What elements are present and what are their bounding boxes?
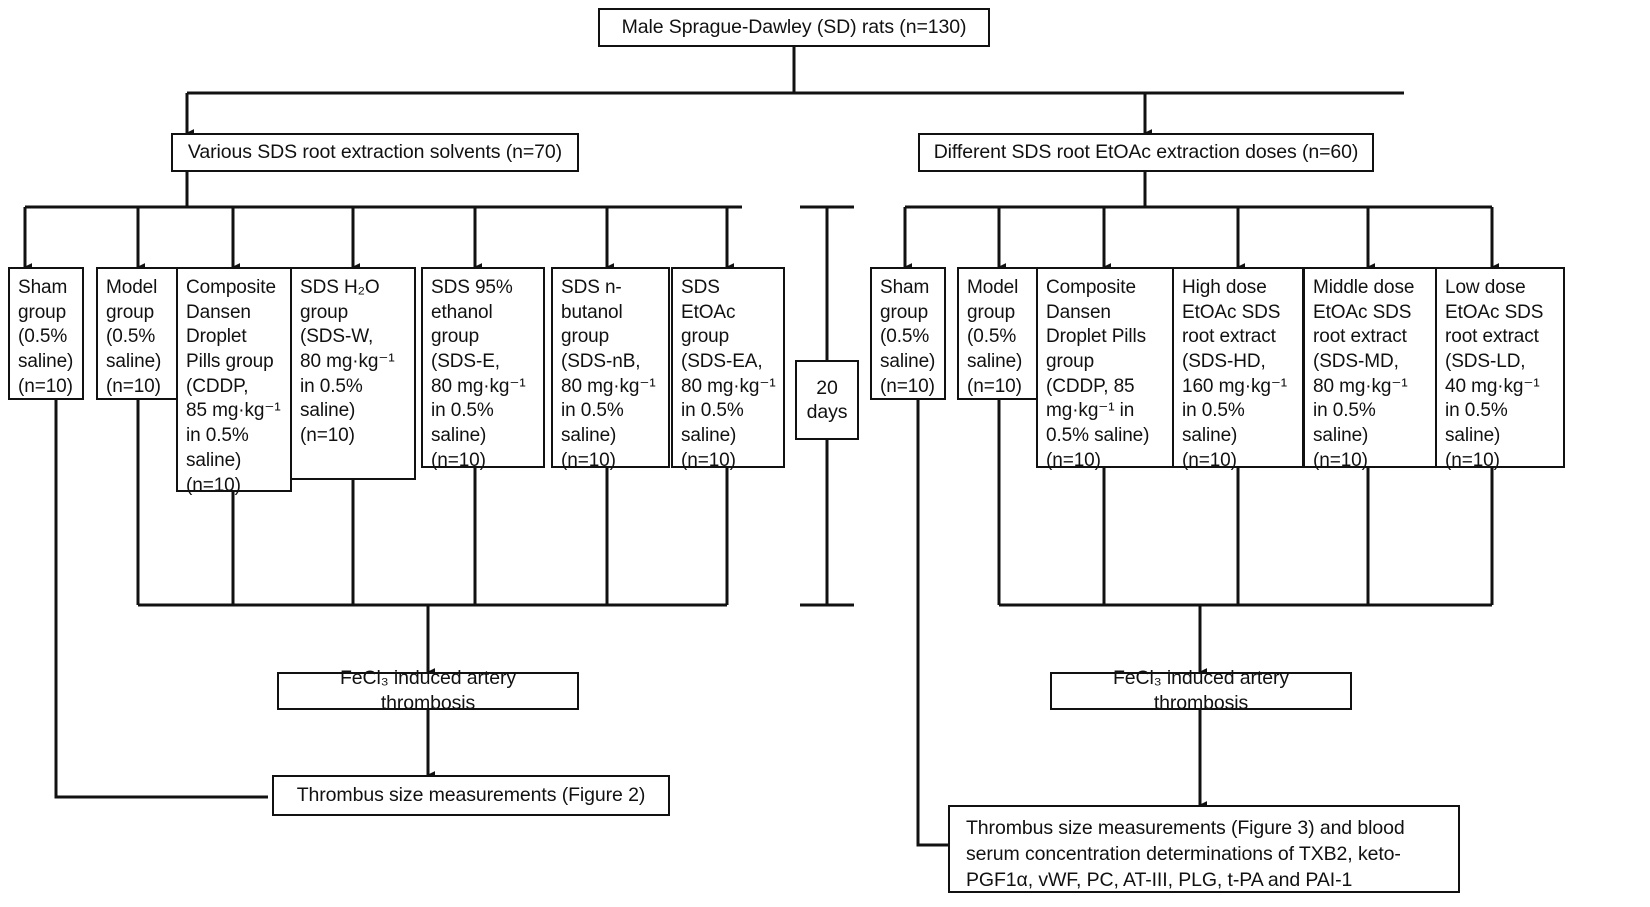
node-left-sham-label: Sham group (0.5% saline) (n=10) xyxy=(18,277,74,397)
node-right-thrombosis-label: FeCl₃ induced artery thrombosis xyxy=(1112,666,1290,714)
node-branch-left: Various SDS root extraction solvents (n=… xyxy=(171,133,579,172)
node-left-sham: Sham group (0.5% saline) (n=10) xyxy=(8,267,84,400)
node-right-md: Middle dose EtOAc SDS root extract (SDS-… xyxy=(1303,267,1437,471)
node-right-sham-label: Sham group (0.5% saline) (n=10) xyxy=(880,277,936,397)
node-right-cddp: Composite Dansen Droplet Pills group (CD… xyxy=(1036,267,1176,471)
node-left-cddp-label: Composite Dansen Droplet Pills group (CD… xyxy=(186,277,281,496)
node-left-sdsea: SDS EtOAc group (SDS-EA, 80 mg·kg⁻¹ in 0… xyxy=(671,267,785,471)
node-duration: 20 days xyxy=(795,360,859,440)
node-left-thrombosis-label: FeCl₃ induced artery thrombosis xyxy=(339,666,517,714)
node-right-ld-label: Low dose EtOAc SDS root extract (SDS-LD,… xyxy=(1445,277,1544,471)
node-left-cddp: Composite Dansen Droplet Pills group (CD… xyxy=(176,267,292,496)
node-branch-right-label: Different SDS root EtOAc extraction dose… xyxy=(933,140,1359,163)
node-branch-right: Different SDS root EtOAc extraction dose… xyxy=(918,133,1374,172)
node-left-sdse: SDS 95% ethanol group (SDS-E, 80 mg·kg⁻¹… xyxy=(421,267,545,471)
node-root: Male Sprague-Dawley (SD) rats (n=130) xyxy=(598,8,990,47)
node-left-thrombosis: FeCl₃ induced artery thrombosis xyxy=(277,667,579,714)
node-left-sdsnb: SDS n- butanol group (SDS-nB, 80 mg·kg⁻¹… xyxy=(551,267,670,471)
node-root-label: Male Sprague-Dawley (SD) rats (n=130) xyxy=(621,15,967,38)
node-right-model-label: Model group (0.5% saline) (n=10) xyxy=(967,277,1023,397)
node-left-model-label: Model group (0.5% saline) (n=10) xyxy=(106,277,162,397)
node-right-cddp-label: Composite Dansen Droplet Pills group (CD… xyxy=(1046,277,1150,471)
line-right-sham-bypass xyxy=(916,400,948,847)
node-left-sdsnb-label: SDS n- butanol group (SDS-nB, 80 mg·kg⁻¹… xyxy=(561,277,656,471)
node-left-measure: Thrombus size measurements (Figure 2) xyxy=(272,775,670,816)
node-right-hd-label: High dose EtOAc SDS root extract (SDS-HD… xyxy=(1182,277,1288,471)
node-right-hd: High dose EtOAc SDS root extract (SDS-HD… xyxy=(1172,267,1304,471)
node-left-sdsea-label: SDS EtOAc group (SDS-EA, 80 mg·kg⁻¹ in 0… xyxy=(681,277,776,471)
node-left-sdsw-label: SDS H₂O group (SDS-W, 80 mg·kg⁻¹ in 0.5%… xyxy=(300,277,395,447)
node-branch-left-label: Various SDS root extraction solvents (n=… xyxy=(187,140,563,163)
duration-unit: days xyxy=(806,401,848,423)
node-left-measure-label: Thrombus size measurements (Figure 2) xyxy=(296,783,646,806)
node-right-sham: Sham group (0.5% saline) (n=10) xyxy=(870,267,946,400)
node-right-model: Model group (0.5% saline) (n=10) xyxy=(957,267,1039,400)
node-right-measure-label: Thrombus size measurements (Figure 3) an… xyxy=(966,817,1405,891)
node-left-model: Model group (0.5% saline) (n=10) xyxy=(96,267,178,400)
node-left-sdsw: SDS H₂O group (SDS-W, 80 mg·kg⁻¹ in 0.5%… xyxy=(290,267,416,480)
node-right-measure: Thrombus size measurements (Figure 3) an… xyxy=(948,805,1460,893)
node-right-ld: Low dose EtOAc SDS root extract (SDS-LD,… xyxy=(1435,267,1565,471)
node-right-thrombosis: FeCl₃ induced artery thrombosis xyxy=(1050,667,1352,714)
duration-value: 20 xyxy=(816,376,838,399)
node-left-sdse-label: SDS 95% ethanol group (SDS-E, 80 mg·kg⁻¹… xyxy=(431,277,526,471)
node-right-md-label: Middle dose EtOAc SDS root extract (SDS-… xyxy=(1313,277,1415,471)
